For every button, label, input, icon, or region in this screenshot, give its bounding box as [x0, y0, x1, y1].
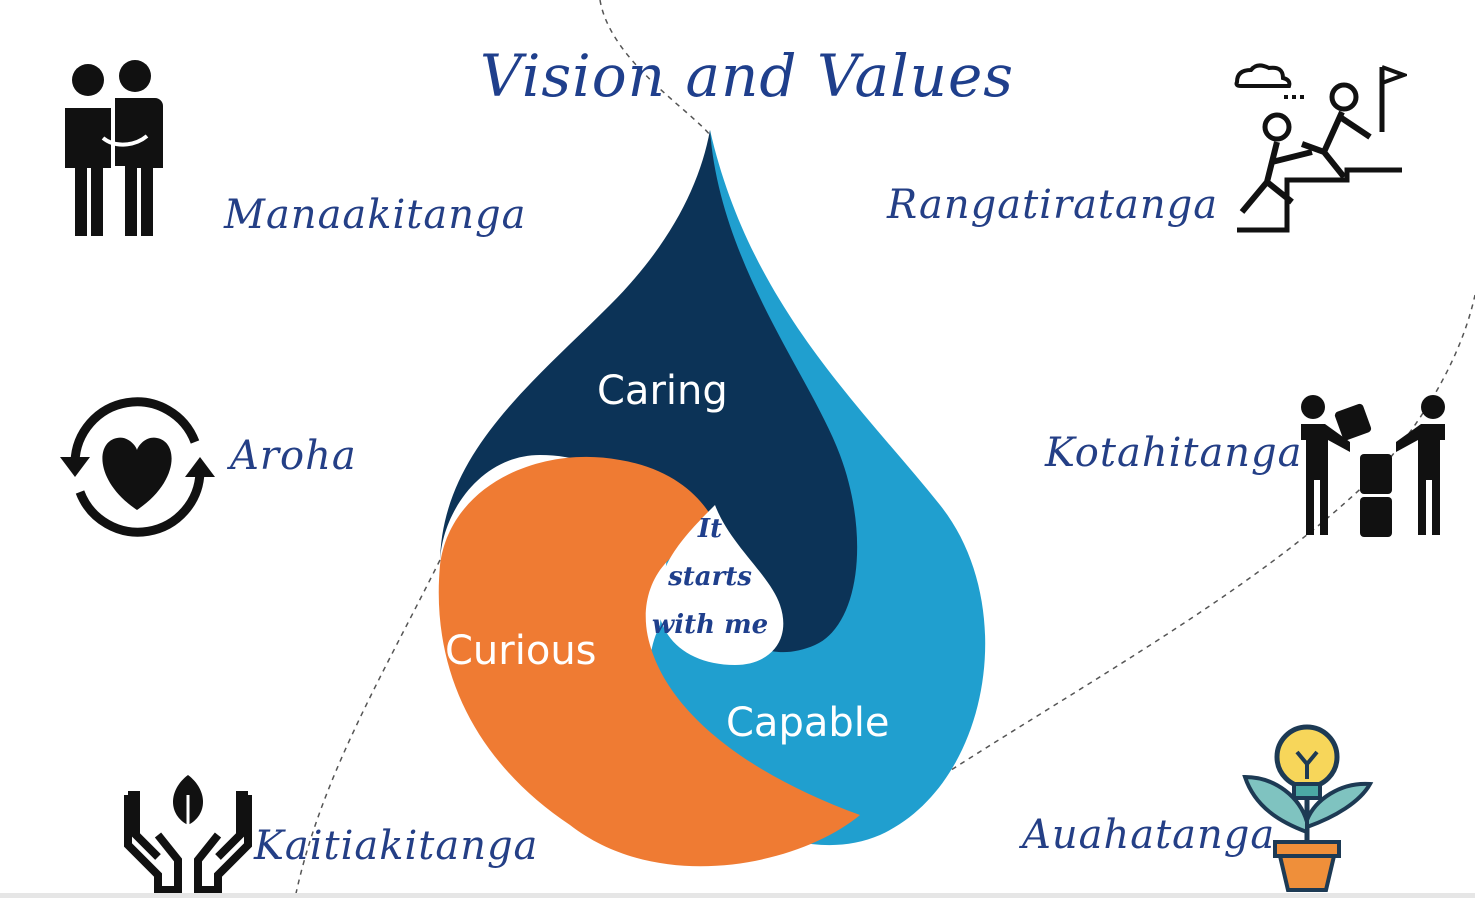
- heart-cycle-icon: [60, 397, 215, 537]
- curious-segment: [438, 456, 860, 867]
- teamwork-climb-icon: [1234, 63, 1407, 233]
- bottom-divider: [0, 893, 1475, 898]
- lightbulb-plant-icon: [1242, 724, 1374, 892]
- caring-label: Caring: [597, 368, 728, 414]
- capable-label: Capable: [726, 700, 890, 746]
- core-line-2: starts: [668, 562, 752, 592]
- auahatanga-label: Auahatanga: [1022, 812, 1276, 858]
- curious-label: Curious: [445, 628, 597, 674]
- core-line-1: It: [697, 514, 723, 544]
- core-line-3: with me: [651, 610, 769, 640]
- couple-icon: [65, 60, 163, 236]
- hands-leaf-icon: [124, 775, 252, 894]
- caring-segment: [440, 130, 858, 653]
- core-drop: [657, 505, 784, 665]
- manaakitanga-label: Manaakitanga: [224, 192, 527, 238]
- rangatiratanga-label: Rangatiratanga: [887, 182, 1219, 228]
- kaitiakitanga-label: Kaitiakitanga: [254, 823, 539, 869]
- collaboration-icon: [1301, 395, 1445, 537]
- aroha-label: Aroha: [230, 433, 357, 479]
- page-title: Vision and Values: [480, 42, 1015, 110]
- kotahitanga-label: Kotahitanga: [1045, 430, 1303, 476]
- water-drop-graphic: [438, 130, 986, 867]
